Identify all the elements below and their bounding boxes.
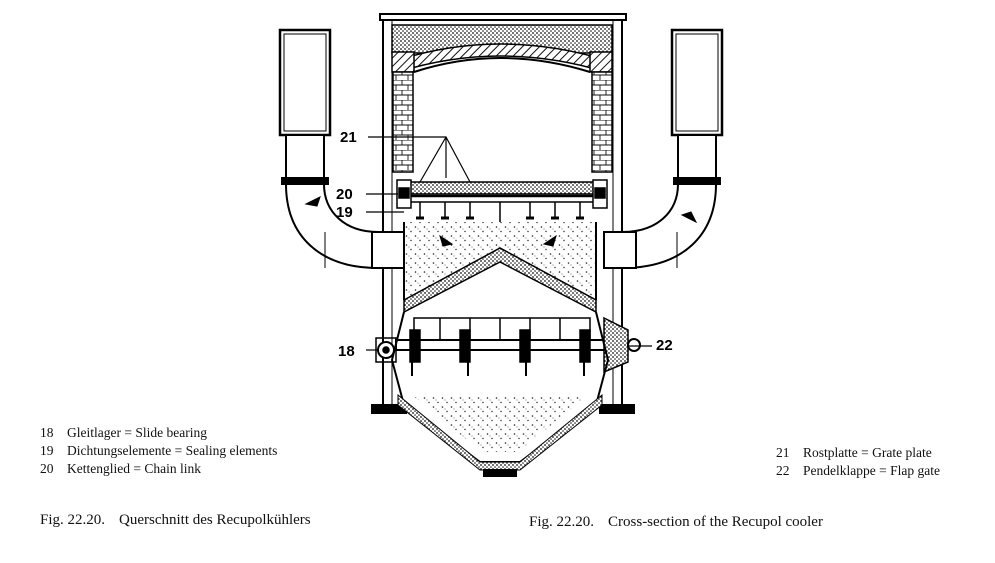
legend-number: 20 <box>40 461 54 476</box>
flap-gate <box>603 316 629 374</box>
callout-20: 20 <box>336 186 353 203</box>
frame <box>371 13 637 414</box>
legend-text: Rostplatte = Grate plate <box>803 445 932 460</box>
legend-item-22: 22 Pendelklappe = Flap gate <box>776 462 940 480</box>
upper-chamber <box>391 24 613 173</box>
caption-english: Fig. 22.20. Cross-section of the Recupol … <box>529 514 823 531</box>
right-flow-arrow <box>542 234 557 247</box>
caption-figure-number: Fig. 22.20. <box>529 514 595 530</box>
left-brick-wall <box>392 71 414 173</box>
legend-item-20: 20 Kettenglied = Chain link <box>40 460 277 478</box>
callout-18: 18 <box>338 343 355 360</box>
right-brick-wall <box>591 71 613 173</box>
grate-plate <box>396 179 608 222</box>
material-bed <box>403 222 597 314</box>
legend-item-21: 21 Rostplatte = Grate plate <box>776 444 940 462</box>
legend-item-19: 19 Dichtungselemente = Sealing elements <box>40 442 277 460</box>
caption-figure-number: Fig. 22.20. <box>40 512 106 528</box>
legend-number: 19 <box>40 443 54 458</box>
left-duct <box>278 28 379 269</box>
legend-left: 18 Gleitlager = Slide bearing 19 Dichtun… <box>40 424 277 478</box>
legend-number: 21 <box>776 445 790 460</box>
left-flow-arrow <box>439 234 454 247</box>
legend-text: Pendelklappe = Flap gate <box>803 463 940 478</box>
legend-text: Kettenglied = Chain link <box>67 461 201 476</box>
caption-text: Cross-section of the Recupol cooler <box>608 514 823 530</box>
legend-number: 18 <box>40 425 54 440</box>
callout-21: 21 <box>340 129 357 146</box>
right-airflow-arrow <box>680 211 698 224</box>
leader-lines <box>366 136 652 351</box>
legend-number: 22 <box>776 463 790 478</box>
caption-german: Fig. 22.20. Querschnitt des Recupolkühler… <box>40 512 311 529</box>
callout-22: 22 <box>656 337 673 354</box>
legend-text: Gleitlager = Slide bearing <box>67 425 207 440</box>
caption-text: Querschnitt des Recupolkühlers <box>119 512 311 528</box>
chain-conveyor <box>375 316 641 376</box>
legend-item-18: 18 Gleitlager = Slide bearing <box>40 424 277 442</box>
callout-19: 19 <box>336 204 353 221</box>
left-airflow-arrow <box>304 196 321 207</box>
discharge-hopper <box>390 311 610 477</box>
legend-right: 21 Rostplatte = Grate plate 22 Pendelkla… <box>776 444 940 480</box>
legend-text: Dichtungselemente = Sealing elements <box>67 443 278 458</box>
